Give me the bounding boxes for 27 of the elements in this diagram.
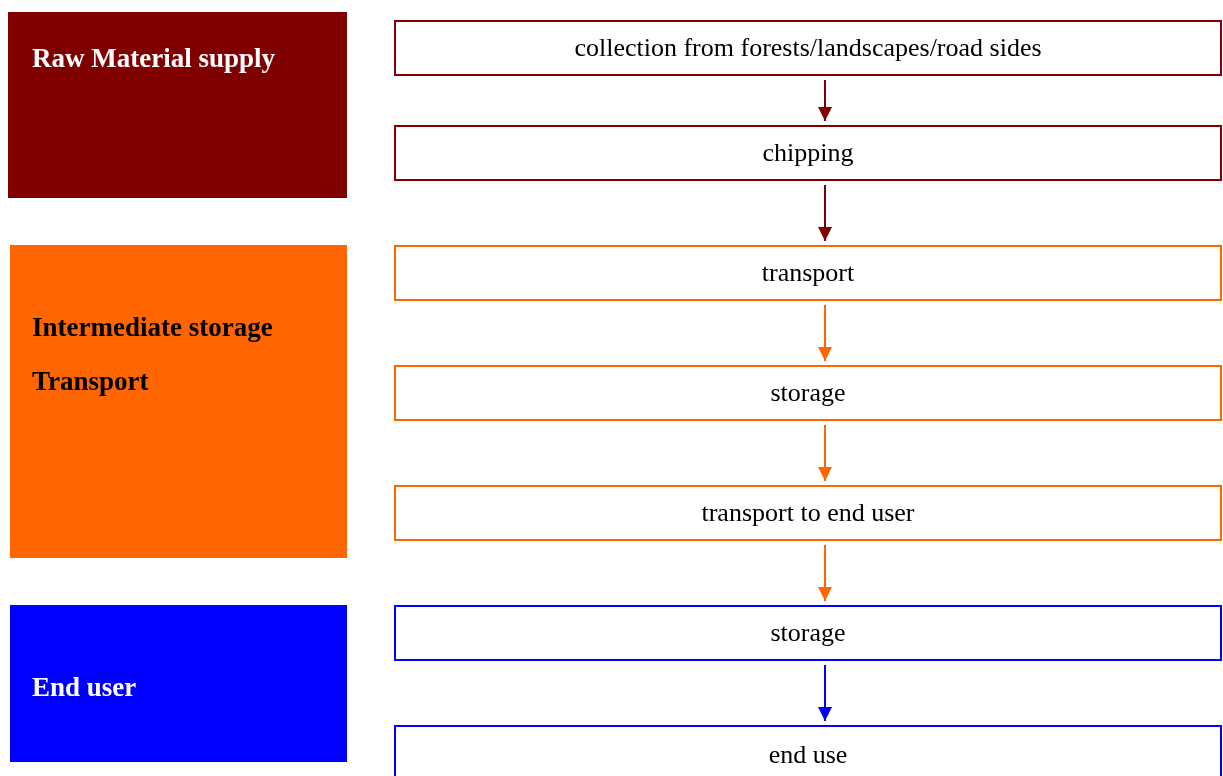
process-box bbox=[394, 725, 1222, 776]
step-label: end use bbox=[768, 740, 848, 770]
process-box bbox=[394, 125, 1222, 181]
process-box bbox=[394, 245, 1222, 301]
step-label: transport bbox=[761, 258, 855, 288]
step-label: collection from forests/landscapes/road sides bbox=[574, 33, 1042, 63]
arrow bbox=[818, 664, 832, 722]
stage-label: Raw Material supply bbox=[32, 42, 276, 74]
process-box bbox=[394, 485, 1222, 541]
stage-label: End user bbox=[32, 671, 138, 703]
step-label: chipping bbox=[762, 138, 854, 168]
stage-box bbox=[8, 12, 347, 198]
process-box bbox=[394, 605, 1222, 661]
arrow bbox=[818, 304, 832, 362]
stage-label: Intermediate storage bbox=[32, 311, 274, 343]
arrow bbox=[818, 184, 832, 242]
process-box bbox=[394, 365, 1222, 421]
stage-box bbox=[10, 245, 347, 558]
arrow bbox=[818, 544, 832, 602]
stage-box bbox=[10, 605, 347, 762]
step-label: storage bbox=[770, 618, 846, 648]
process-box bbox=[394, 20, 1222, 76]
stage-label: Transport bbox=[32, 365, 150, 397]
step-label: storage bbox=[770, 378, 846, 408]
arrow bbox=[818, 79, 832, 122]
arrow bbox=[818, 424, 832, 482]
step-label: transport to end user bbox=[701, 498, 915, 528]
